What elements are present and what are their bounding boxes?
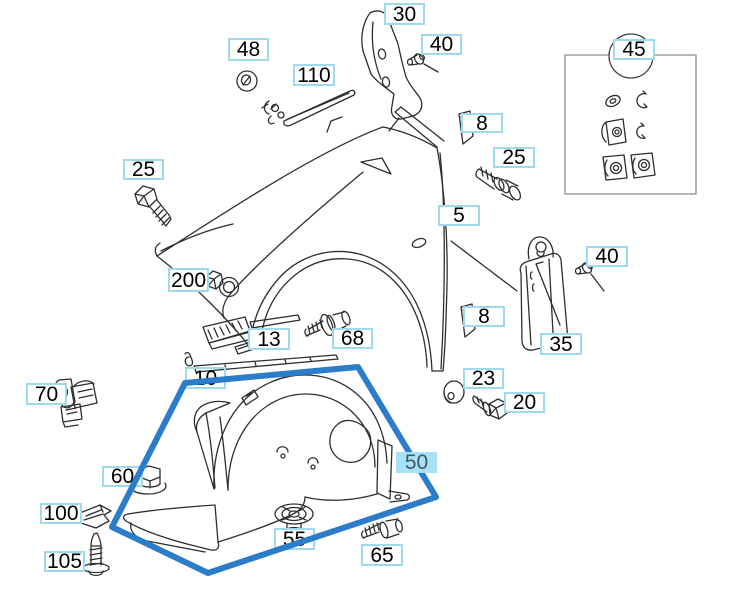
callout-part-110[interactable]: 110 [293,64,335,86]
callout-part-40-right[interactable]: 40 [586,246,628,267]
hex-bolt-right-drawing [475,166,522,201]
fender-panel-drawing [154,106,518,372]
hex-bolt-left-drawing [134,185,172,227]
bolt-with-washer-drawing [205,270,240,298]
speed-nut-clip-drawing [77,504,112,529]
callout-part-48[interactable]: 48 [228,38,269,61]
mounting-plate-drawing [519,236,568,351]
callout-part-30[interactable]: 30 [384,3,425,25]
wheel-arch-liner-drawing [122,374,410,553]
callout-part-65[interactable]: 65 [361,544,403,566]
leader-line-to-35 [450,240,518,292]
washer-drawing [443,380,465,404]
callout-part-23[interactable]: 23 [463,368,504,389]
callout-part-105[interactable]: 105 [44,551,85,572]
callout-part-60[interactable]: 60 [102,466,143,487]
callout-part-68[interactable]: 68 [332,328,373,349]
callout-part-5[interactable]: 5 [438,205,480,226]
grommet-drawing [236,70,258,92]
callout-part-20[interactable]: 20 [504,392,545,413]
callout-part-8-lower[interactable]: 8 [463,306,505,327]
callout-part-45[interactable]: 45 [613,39,655,60]
callout-part-25-right[interactable]: 25 [493,147,535,168]
callout-part-8-upper[interactable]: 8 [461,113,503,134]
leader-line-40-right [590,273,605,292]
self-tapping-screw-drawing [82,532,110,577]
upper-bracket-drawing [361,10,423,132]
callout-part-50[interactable]: 50 [396,452,437,473]
callout-part-200[interactable]: 200 [168,268,209,292]
callout-part-35[interactable]: 35 [540,333,582,355]
trim-strip-drawing [261,89,356,127]
screw-65-drawing [360,518,403,539]
leader-line-40-upper [423,63,439,73]
callout-part-10[interactable]: 10 [185,367,226,389]
hex-bolt-20-drawing [472,395,508,420]
callout-part-70[interactable]: 70 [26,383,67,405]
callout-part-100[interactable]: 100 [40,503,82,524]
callout-part-13[interactable]: 13 [248,328,290,350]
rivet-bolt-upper-drawing [406,53,439,73]
callout-part-25-left[interactable]: 25 [123,159,164,180]
callout-part-55[interactable]: 55 [274,528,315,550]
callout-part-40-upper[interactable]: 40 [421,34,462,55]
